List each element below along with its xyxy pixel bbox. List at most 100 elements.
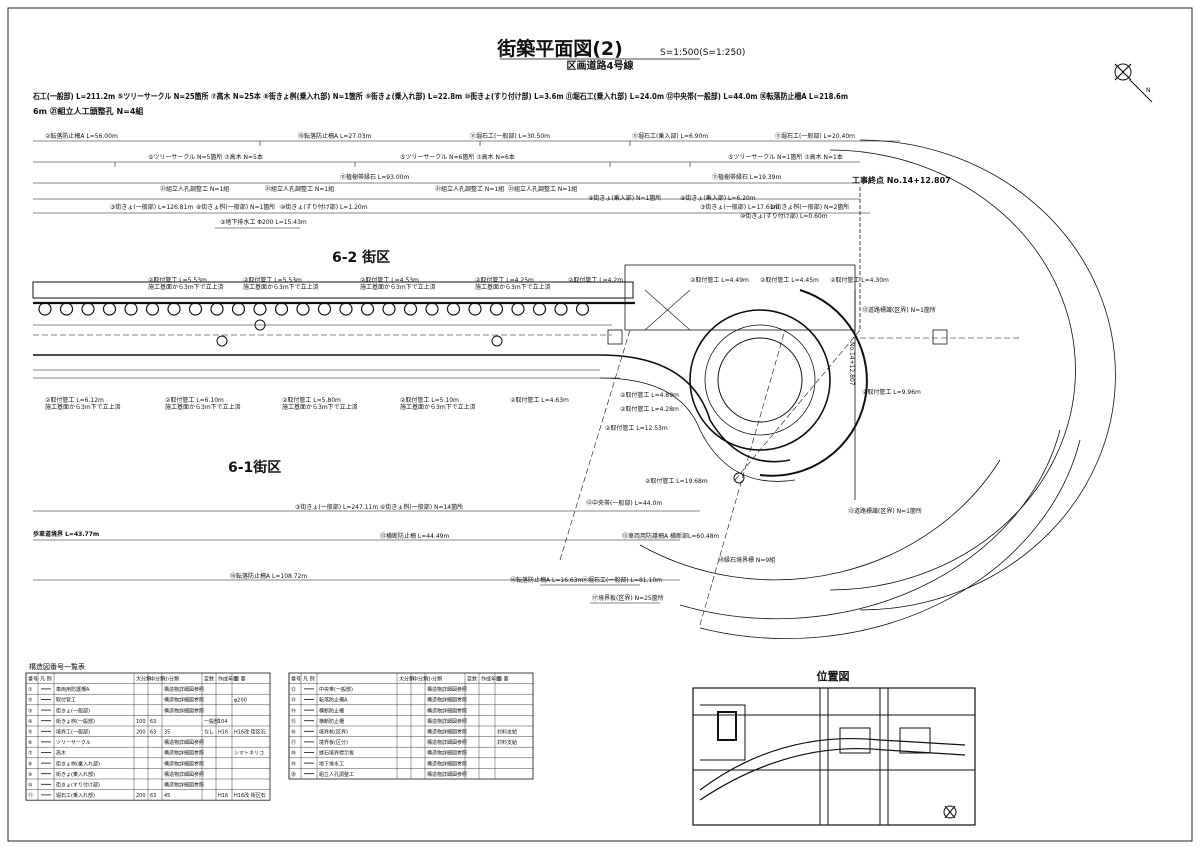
legend-cell: 縁石境界標示板	[319, 750, 354, 757]
svg-text:②取付管工 L=4.53m: ②取付管工 L=4.53m	[360, 276, 419, 284]
svg-text:②取付管工 L=4.30m: ②取付管工 L=4.30m	[830, 276, 889, 284]
legend-cell: 摘 要	[234, 676, 246, 683]
dim-label: ⑤ツリーサークル N=6箇所 ⑦高木 N=6本	[400, 153, 515, 161]
location-map	[692, 687, 976, 826]
tree-circle-icon	[274, 302, 289, 316]
dim-label: ⑤ツリーサークル N=1箇所 ⑦高木 N=1本	[728, 153, 843, 161]
construction-end-label: 工事終点 No.14+12.807	[852, 175, 951, 185]
legend-cell: ⑬	[291, 697, 296, 704]
legend-cell: 構造物詳細図参照	[164, 739, 204, 746]
legend-cell: H16	[218, 793, 228, 799]
svg-text:⑬車両用防護柵A 横断部L=60.48m: ⑬車両用防護柵A 横断部L=60.48m	[622, 532, 720, 540]
tree-circle-icon	[511, 302, 525, 316]
legend-cell: 大分類	[399, 676, 414, 683]
svg-text:施工基面から3m下で立上済: 施工基面から3m下で立上済	[45, 403, 121, 411]
legend-cell: 一般部	[204, 718, 219, 725]
legend-cell: 100	[136, 719, 146, 725]
drawing-subtitle: 区画道路4号線	[567, 59, 634, 72]
svg-text:②取付管工 L=4.45m: ②取付管工 L=4.45m	[760, 276, 819, 284]
tree-circle-icon	[382, 302, 396, 316]
legend-cell: 63	[150, 730, 156, 736]
dim-label: ⑯転落防止柵A L=27.03m	[298, 132, 372, 140]
dim-label: ⑥街きょ桝(一般部) N=2箇所	[770, 203, 849, 211]
legend-cell: 高木	[56, 750, 66, 757]
legend-cell: 35	[164, 730, 170, 736]
road-band	[32, 281, 635, 379]
legend-cell: H16改 街区石	[234, 792, 266, 799]
svg-text:⑬道路標識(区界) N=1箇所: ⑬道路標識(区界) N=1箇所	[862, 306, 936, 314]
tree-circle-icon	[59, 302, 74, 316]
legend-cell: 転落防止柵A	[319, 697, 348, 704]
svg-text:施工基面から3m下で立上済: 施工基面から3m下で立上済	[400, 403, 476, 411]
tree-circle-icon	[339, 302, 353, 316]
tree-circle-icon	[468, 302, 482, 316]
legend-cell: 構造物詳細図参照	[427, 760, 467, 767]
legend-cell: ⑳	[291, 771, 296, 778]
legend-cell: 小分類	[164, 676, 179, 683]
svg-text:②取付管工 L=19.68m: ②取付管工 L=19.68m	[645, 477, 708, 485]
legend-cell: 小分類	[427, 676, 442, 683]
tree-circle-icon	[253, 302, 267, 316]
svg-text:⑥街きょ桝(一般部) N=14箇所: ⑥街きょ桝(一般部) N=14箇所	[380, 503, 463, 511]
dim-label: ㉑組立人孔調整工 N=1組	[435, 185, 504, 193]
tree-circle-icon	[425, 302, 439, 316]
svg-text:施工基面から3m下で立上済: 施工基面から3m下で立上済	[475, 283, 551, 291]
location-map-title: 位置図	[817, 669, 850, 683]
svg-text:歩車道境界 L=43.77m: 歩車道境界 L=43.77m	[33, 530, 99, 538]
legend-cell: 街きょ桝(乗入れ部)	[56, 760, 100, 767]
svg-text:②取付管工 L=4.25m: ②取付管工 L=4.25m	[475, 276, 534, 284]
tree-circle-icon	[489, 302, 504, 316]
legend-cell: 大分類	[136, 676, 151, 683]
legend-cell: ⑮	[291, 718, 296, 725]
legend-cell: シマトネリコ	[234, 751, 264, 757]
svg-text:②取付管工 L=4.63m: ②取付管工 L=4.63m	[510, 396, 569, 404]
legend-cell: 街きょ(すり付け部)	[56, 782, 100, 789]
tree-circle-icon	[317, 302, 332, 316]
dim-label: ②転落防止柵A L=56.00m	[45, 132, 118, 140]
dim-label: ③街きょ(一般部) L=17.61m	[700, 203, 780, 211]
tree-circle-icon	[145, 302, 160, 316]
dim-label: ㉑組立人孔調整工 N=1組	[265, 185, 334, 193]
pipe-labels-lower: ②取付管工 L=6.12m 施工基面から3m下で立上済 ②取付管工 L=6.10…	[45, 306, 936, 485]
svg-text:②取付管工 L=5.80m: ②取付管工 L=5.80m	[282, 396, 341, 404]
legend-cell: 構造物詳細図参照	[427, 697, 467, 704]
svg-text:施工基面から3m下で立上済: 施工基面から3m下で立上済	[360, 283, 436, 291]
legend-cell: 堀石工(乗入れ部)	[56, 792, 95, 799]
dim-label: ⑪植樹帯縁石 L=19.39m	[712, 173, 781, 181]
legend-cell: 組立人孔調整工	[319, 771, 354, 778]
drawing-scale: S=1:500(S=1:250)	[660, 48, 745, 58]
legend-cell: 境界板(区分)	[319, 739, 348, 746]
tree-circle-icon	[210, 302, 224, 316]
dim-label: ㉑組立人孔調整工 N=1組	[508, 185, 577, 193]
legend-cell: 対料支給	[497, 739, 517, 746]
lower-dimension-lines	[33, 510, 700, 604]
dim-label: ⑤ツリーサークル N=5箇所 ⑦高木 N=5本	[148, 153, 263, 161]
legend-cell: 中分類	[150, 676, 165, 683]
tree-circle-icon	[532, 302, 547, 316]
svg-text:②取付管工 L=6.10m: ②取付管工 L=6.10m	[165, 396, 224, 404]
tree-circle-icon	[446, 302, 461, 316]
tree-circle-icon	[403, 302, 418, 316]
legend-cell: 構造物詳細図参照	[164, 686, 204, 693]
svg-text:⑯転落防止柵A L=108.72m: ⑯転落防止柵A L=108.72m	[230, 572, 307, 580]
svg-text:②取付管工 L=4.89m: ②取付管工 L=4.89m	[620, 391, 679, 399]
dim-label: ⑩街きょ(すり付け部) L=1.20m	[280, 203, 368, 211]
svg-text:②取付管工 L=5.53m: ②取付管工 L=5.53m	[148, 276, 207, 284]
legend-cell: ⑭	[291, 707, 296, 714]
svg-text:施工基面から3m下で立上済: 施工基面から3m下で立上済	[282, 403, 358, 411]
legend-cell: 構造物詳細図参照	[164, 771, 204, 778]
legend-cell: 中央帯(一般部)	[319, 686, 353, 693]
legend-title: 構造図番号一覧表	[29, 662, 85, 671]
legend-cell: ⑲	[291, 760, 296, 767]
tree-circle-icon	[554, 302, 568, 316]
legend-cell: ⑩	[28, 783, 33, 789]
dim-label: ⑪堀石工(乗入部) L=6.90m	[632, 132, 708, 140]
legend-cell: 構造物詳細図参照	[427, 729, 467, 736]
legend-cell: ③	[28, 708, 32, 714]
pipe-labels-upper: ②取付管工 L=5.53m 施工基面から3m下で立上済 ②取付管工 L=5.53…	[148, 276, 889, 291]
tree-circle-icon	[575, 302, 590, 316]
legend-cell: ②	[28, 698, 33, 704]
tree-circle-icon	[38, 302, 52, 316]
